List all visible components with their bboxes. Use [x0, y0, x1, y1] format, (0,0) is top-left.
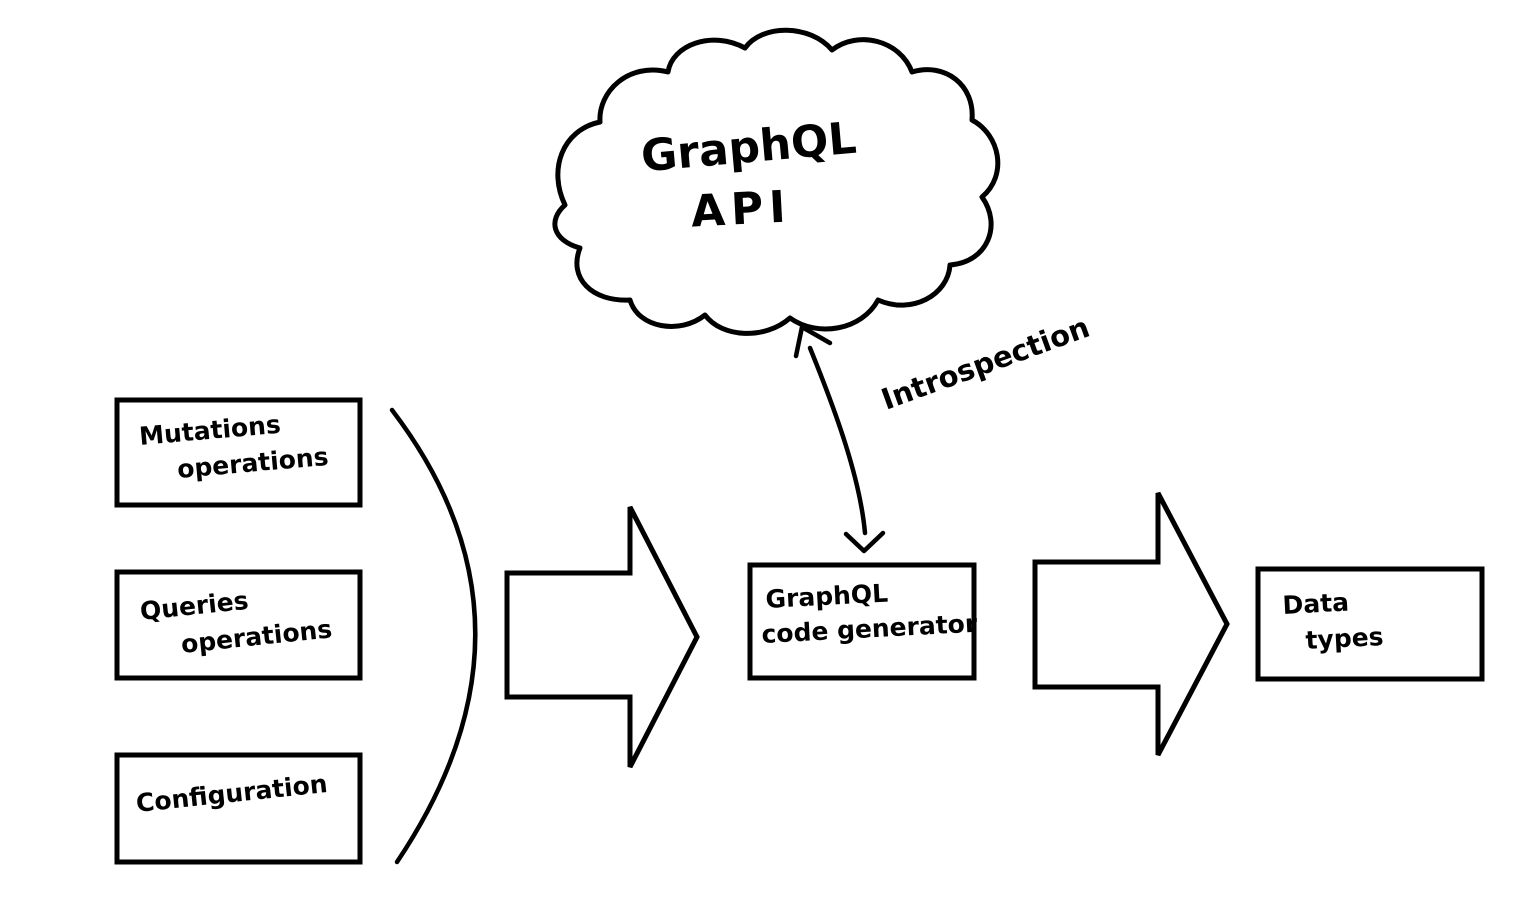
mutations-operations-box: Mutations operations — [114, 397, 363, 508]
arrowhead-down-icon — [843, 530, 886, 554]
cloud-icon — [552, 27, 1001, 336]
graphql-api-cloud-node: GraphQL API — [552, 27, 1001, 336]
mutations-box-outline — [114, 397, 363, 508]
arrowhead-up-icon — [793, 324, 833, 359]
block-arrow-right-icon — [1032, 491, 1230, 757]
introspection-label: Introspection — [877, 310, 1094, 417]
queries-operations-box: Queries operations — [114, 569, 363, 681]
configuration-box-outline — [114, 752, 363, 865]
generator-box-outline — [747, 562, 977, 681]
graphql-code-generator-box: GraphQL code generator — [747, 562, 978, 681]
block-arrow-left-icon — [504, 505, 700, 769]
introspection-arrow: Introspection — [793, 310, 1094, 554]
introspection-arrow-shaft — [807, 345, 868, 536]
cloud-title-line2: API — [690, 181, 793, 237]
grouping-brace-curve — [389, 407, 478, 865]
data-types-label-line1: Data — [1282, 588, 1350, 620]
configuration-box: Configuration — [114, 752, 363, 865]
generator-label-line1: GraphQL — [765, 579, 889, 614]
data-types-label-line2: types — [1305, 622, 1384, 655]
queries-box-outline — [114, 569, 363, 681]
data-types-box-outline — [1255, 566, 1485, 682]
data-types-box: Data types — [1255, 566, 1485, 682]
